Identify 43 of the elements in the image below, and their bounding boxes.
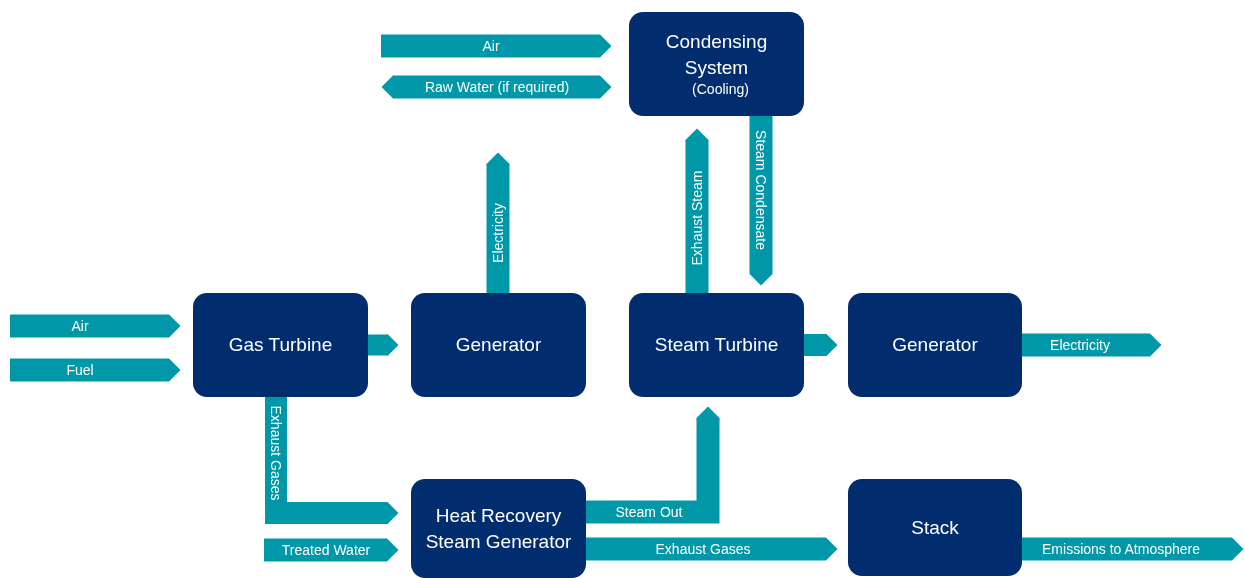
box-title: Gas Turbine — [228, 333, 333, 358]
flow-arrow — [685, 128, 709, 293]
edge-label: Raw Water (if required) — [424, 80, 570, 94]
process-box — [629, 293, 804, 397]
flow-arrow — [804, 333, 838, 357]
edge-label: Air — [71, 319, 89, 333]
flow-arrow — [486, 152, 510, 293]
flow-arrow — [265, 397, 399, 525]
box-title: Condensing System — [664, 29, 769, 80]
process-box — [193, 293, 368, 397]
edge-label: Electricity — [491, 203, 505, 263]
flow-arrow — [381, 34, 612, 58]
edge-label: Steam Condensate — [754, 130, 768, 250]
flow-arrow — [264, 538, 399, 562]
box-note: (Cooling) — [692, 80, 749, 100]
edge-label: Air — [482, 39, 500, 53]
edge-label: Emissions to Atmosphere — [1042, 542, 1200, 556]
flow-arrow — [586, 537, 838, 561]
flow-arrow — [368, 333, 399, 357]
process-box — [848, 293, 1022, 397]
process-box — [848, 479, 1022, 576]
edge-label: Fuel — [66, 363, 94, 377]
box-title: Generator — [455, 333, 542, 358]
flow-arrow — [1022, 537, 1244, 561]
edge-label: Steam Out — [615, 505, 683, 519]
edge-label: Exhaust Gases — [269, 405, 283, 501]
flow-arrow — [1022, 333, 1162, 357]
edge-label: Treated Water — [281, 543, 371, 557]
process-box — [411, 293, 586, 397]
box-title: Steam Turbine — [654, 333, 779, 358]
flow-arrow — [10, 314, 181, 338]
box-title: Generator — [892, 333, 978, 358]
process-box — [629, 12, 804, 116]
edge-label: Exhaust Steam — [690, 170, 704, 266]
box-title: Heat Recovery Steam Generator — [424, 503, 573, 554]
box-title: Stack — [911, 515, 959, 540]
process-box — [411, 479, 586, 578]
flow-arrow — [586, 406, 720, 524]
edge-label: Exhaust Gases — [655, 542, 751, 556]
flow-arrow — [749, 116, 773, 286]
edge-label: Electricity — [1050, 338, 1110, 352]
flow-arrow — [10, 358, 181, 382]
flow-arrow — [381, 75, 612, 99]
